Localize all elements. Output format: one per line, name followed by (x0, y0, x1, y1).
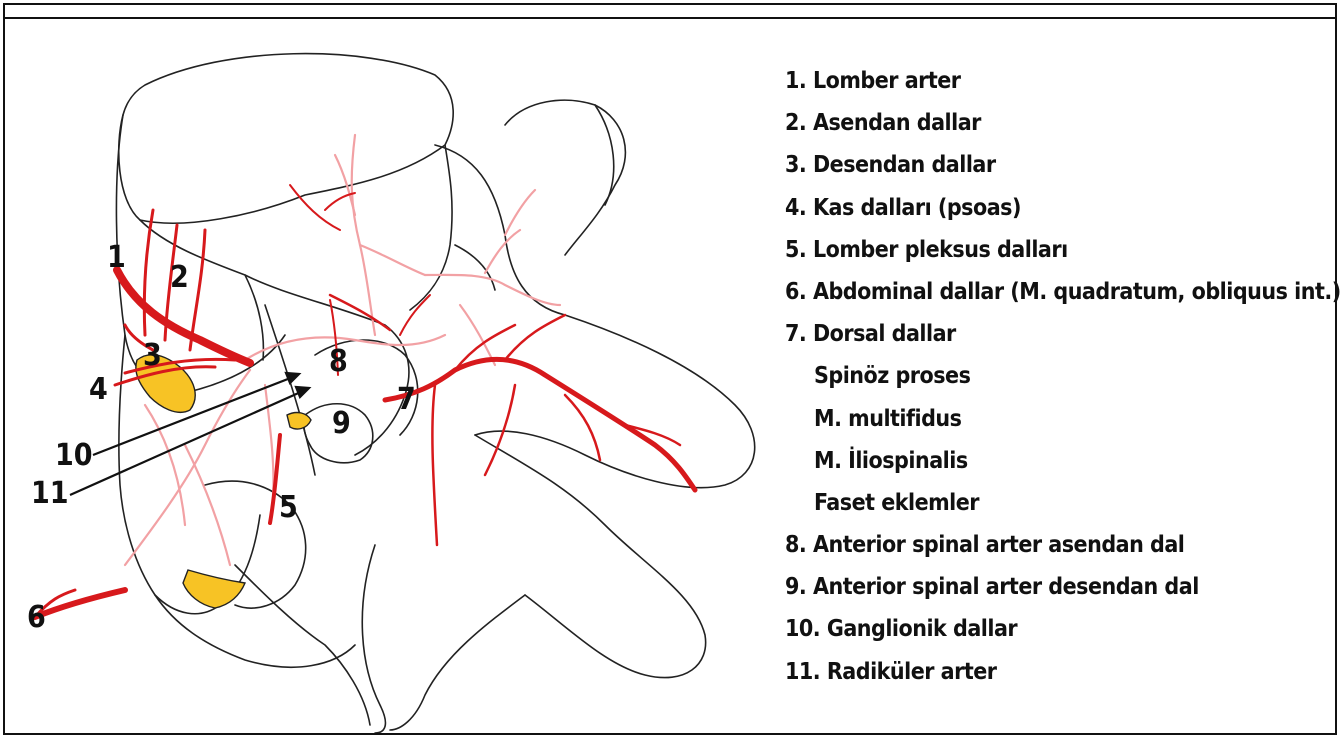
ganglion-lower (183, 570, 245, 608)
legend-item-text: Abdominal dallar (M. quadratum, obliquus… (813, 279, 1341, 305)
spinous-process-outline (475, 435, 706, 678)
legend-item-text: Faset eklemler (814, 490, 979, 516)
legend-item-text: Anterior spinal arter desendan dal (813, 574, 1199, 600)
legend-item-text: Lomber arter (813, 68, 961, 94)
label-9: 9 (332, 406, 351, 441)
legend-item-number: 8. (785, 524, 806, 566)
label-1: 1 (107, 240, 126, 275)
inferior-articular-process (362, 545, 385, 733)
legend-item: M. multifidus (785, 398, 1335, 440)
legend-item-text: Dorsal dallar (813, 321, 956, 347)
legend-item-number: 4. (785, 187, 806, 229)
legend-item: 9. Anterior spinal arter desendan dal (785, 566, 1335, 608)
ganglion-small (287, 413, 311, 429)
label-5: 5 (279, 490, 298, 525)
legend-item-text: Spinöz proses (814, 363, 970, 389)
legend-item-text: Kas dalları (psoas) (813, 195, 1021, 221)
legend-item-text: Lomber pleksus dalları (813, 237, 1068, 263)
vertebral-body-outline (119, 54, 453, 224)
label-11: 11 (31, 476, 69, 511)
legend-item-number: 5. (785, 229, 806, 271)
legend-item: Spinöz proses (785, 355, 1335, 397)
top-border-strip (5, 5, 1335, 19)
legend-item: 6. Abdominal dallar (M. quadratum, obliq… (785, 271, 1335, 313)
legend-item: 10. Ganglionik dallar (785, 608, 1335, 650)
ascending-branch-3 (190, 230, 205, 350)
legend-item: 7. Dorsal dallar (785, 313, 1335, 355)
legend-item: 8. Anterior spinal arter asendan dal (785, 524, 1335, 566)
legend-item-number: 11. (785, 651, 820, 693)
legend-item: 4. Kas dalları (psoas) (785, 187, 1335, 229)
legend-item: M. İliospinalis (785, 440, 1335, 482)
legend-item-number: 1. (785, 60, 806, 102)
legend-item-text: M. İliospinalis (814, 448, 968, 474)
legend-item-number: 10. (785, 608, 820, 650)
legend-item-number: 9. (785, 566, 806, 608)
legend-item-text: Ganglionik dallar (827, 616, 1017, 642)
superior-articular-process (505, 100, 625, 255)
legend-item: Faset eklemler (785, 482, 1335, 524)
legend-item-text: Radiküler arter (827, 659, 997, 685)
legend-item-number: 2. (785, 102, 806, 144)
legend-item: 1. Lomber arter (785, 60, 1335, 102)
legend-item-number: 3. (785, 144, 806, 186)
legend-item: 3. Desendan dallar (785, 144, 1335, 186)
legend-item-number: 7. (785, 313, 806, 355)
legend-item-text: Anterior spinal arter asendan dal (813, 532, 1184, 558)
legend-item-text: Desendan dallar (813, 152, 996, 178)
label-6: 6 (27, 600, 46, 635)
faint-branch-2 (352, 135, 375, 335)
label-10: 10 (55, 438, 93, 473)
vertebra-illustration: 1 2 3 4 5 6 7 8 9 10 11 (5, 21, 775, 733)
label-7: 7 (397, 382, 416, 417)
label-8: 8 (329, 344, 348, 379)
legend-item-text: M. multifidus (814, 406, 961, 432)
label-4: 4 (89, 372, 108, 407)
transverse-process-outline (435, 145, 755, 488)
legend-item: 5. Lomber pleksus dalları (785, 229, 1335, 271)
legend-item: 11. Radiküler arter (785, 651, 1335, 693)
legend-item-number: 6. (785, 271, 806, 313)
legend-item: 2. Asendan dallar (785, 102, 1335, 144)
legend-item-text: Asendan dallar (813, 110, 981, 136)
label-3: 3 (143, 338, 162, 373)
label-2: 2 (170, 260, 189, 295)
